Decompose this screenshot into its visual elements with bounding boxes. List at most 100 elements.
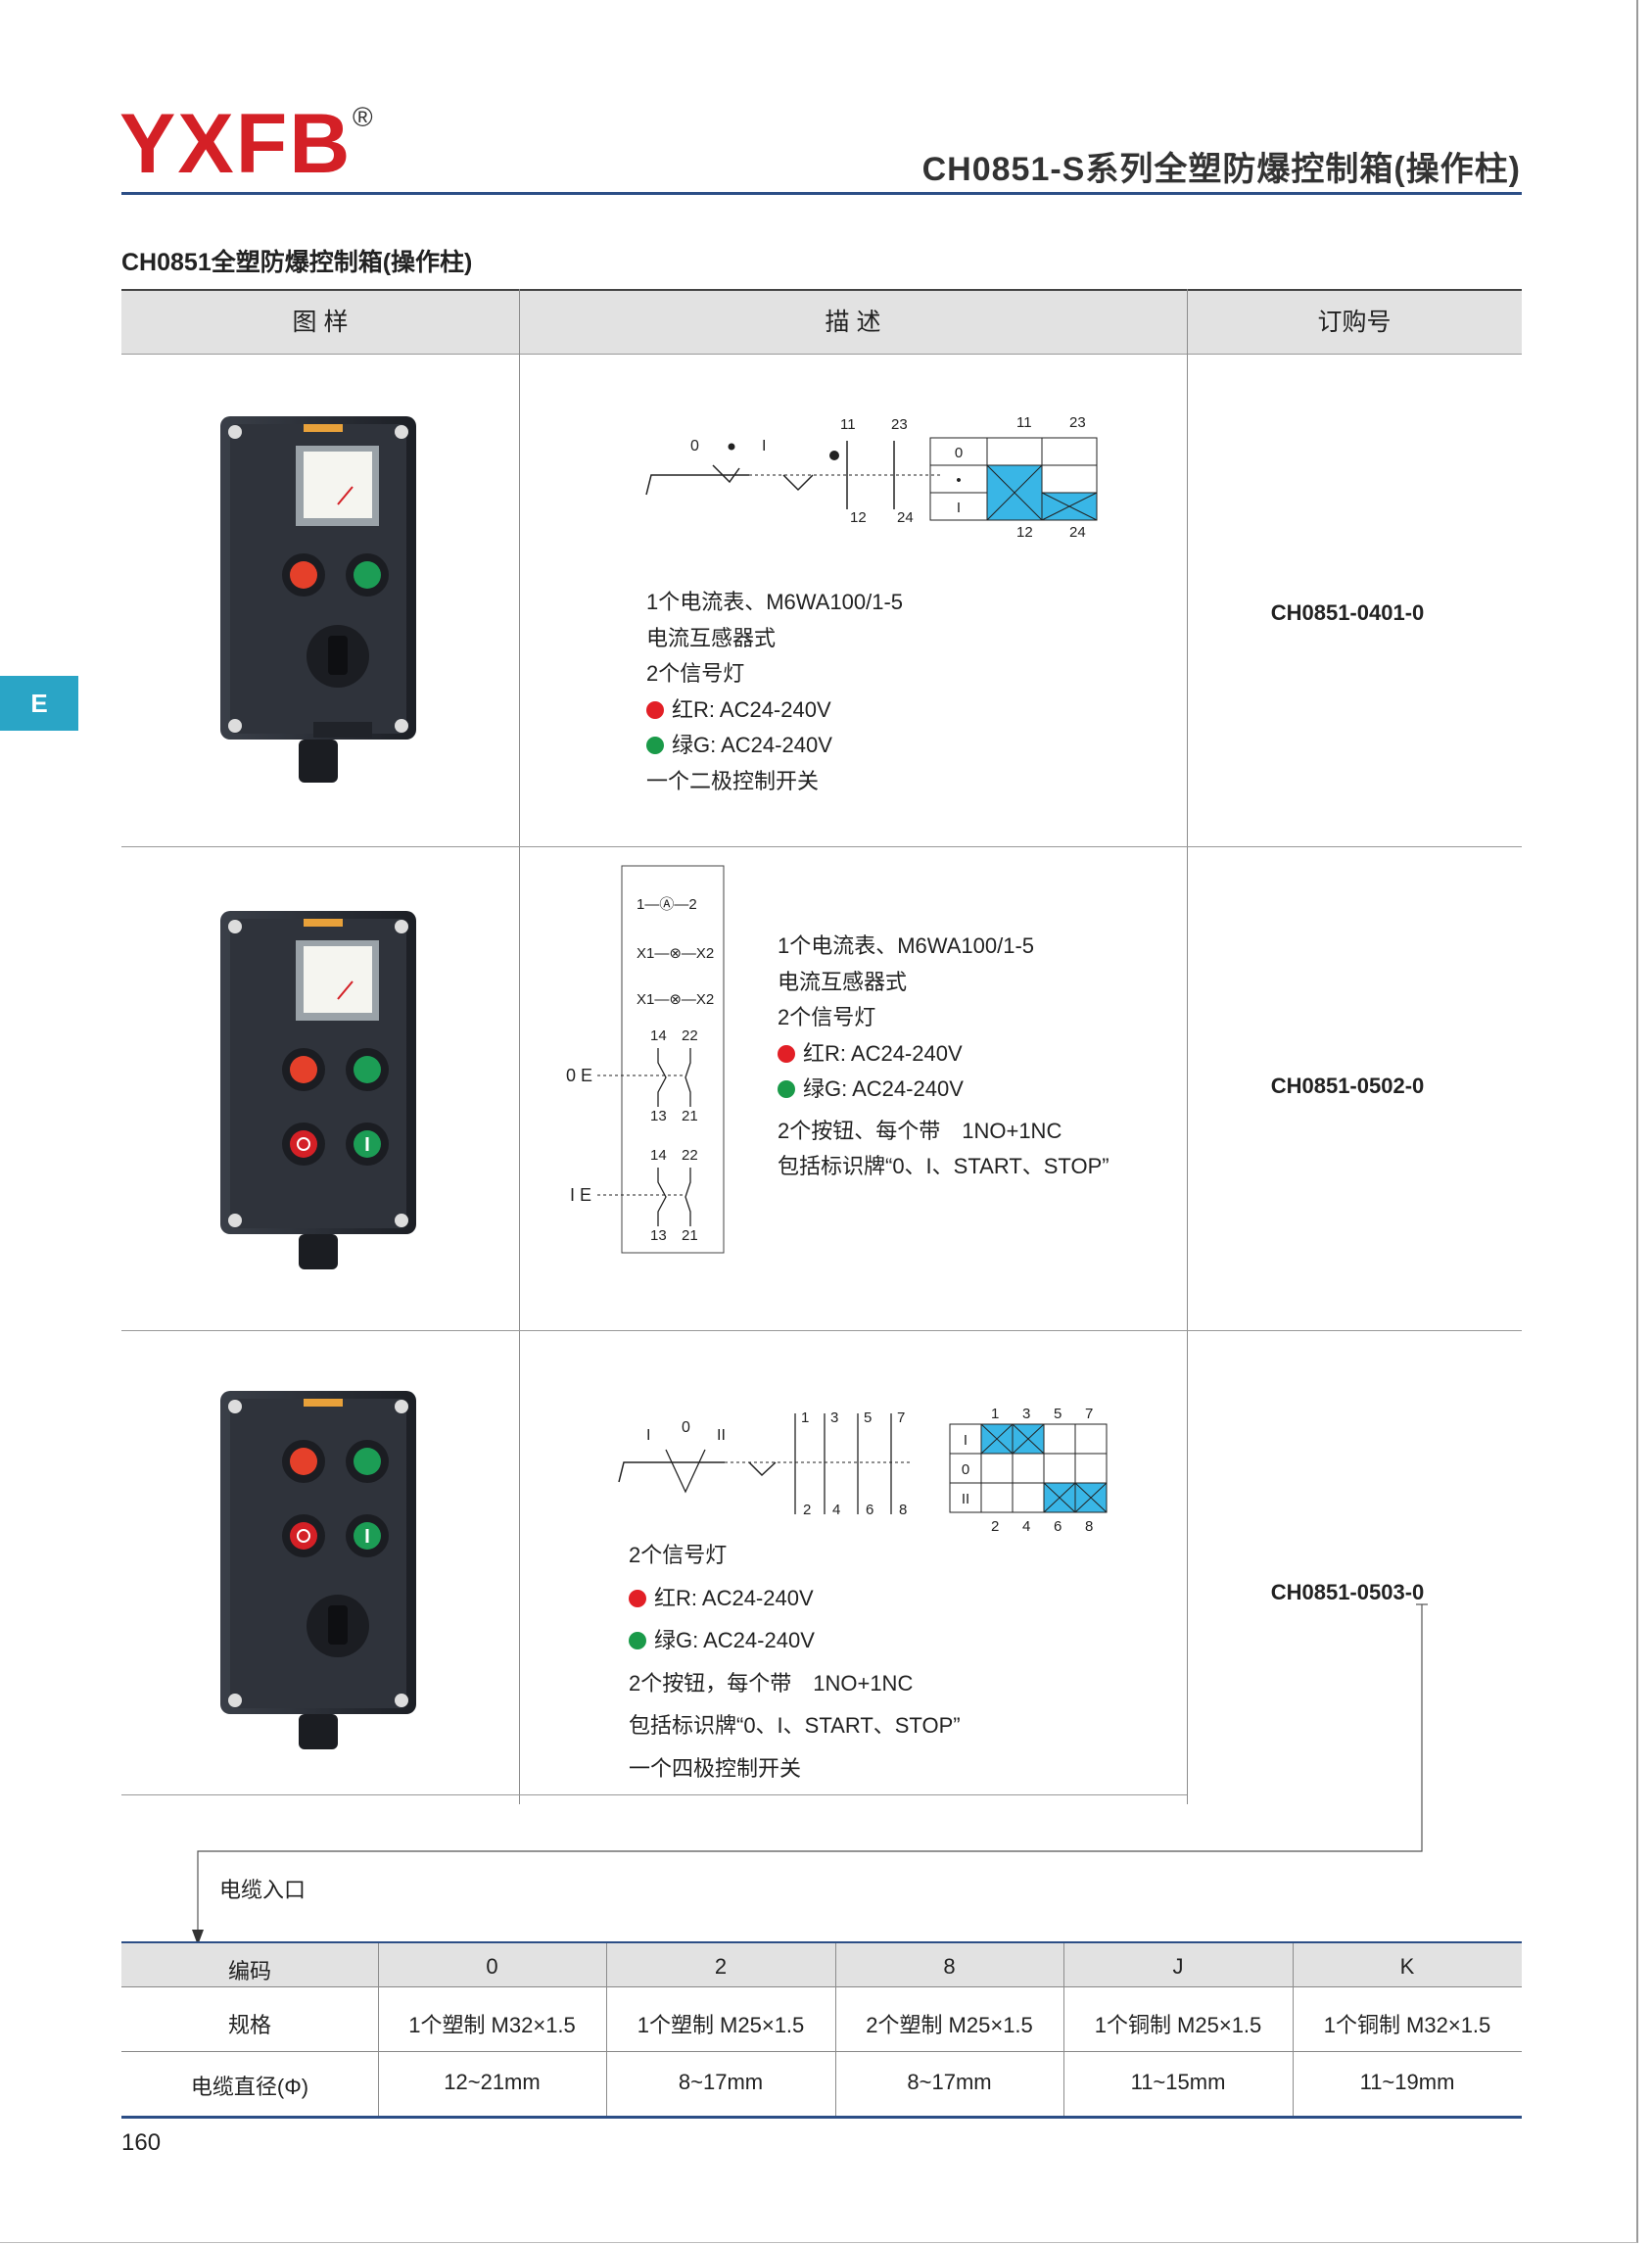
- spec-table-bottom-rule: [121, 2116, 1522, 2119]
- col-desc-header: 描 述: [825, 309, 881, 336]
- spec-cell: 1个塑制 M25×1.5: [637, 2013, 805, 2037]
- spec-cell: 2: [714, 1954, 728, 1979]
- svg-text:2: 2: [803, 1502, 811, 1518]
- registered-mark: ®: [353, 102, 373, 132]
- row-divider: [121, 1794, 1187, 1795]
- svg-text:X1—⊗—X2: X1—⊗—X2: [637, 945, 714, 962]
- svg-text:I E: I E: [570, 1185, 591, 1205]
- svg-text:11: 11: [1016, 414, 1032, 431]
- order-code-2[interactable]: CH0851-0502-0: [1270, 1074, 1425, 1098]
- diagram-label: I: [762, 438, 766, 454]
- spec-row-divider: [121, 1986, 1522, 1987]
- svg-text:14: 14: [650, 1147, 667, 1164]
- svg-text:23: 23: [1069, 414, 1086, 431]
- spec-cell: 1个铜制 M25×1.5: [1094, 2013, 1262, 2037]
- spec-cell: 2个塑制 M25×1.5: [866, 2013, 1033, 2037]
- svg-text:5: 5: [864, 1409, 872, 1426]
- page-number: 160: [121, 2129, 162, 2156]
- svg-text:8: 8: [899, 1502, 907, 1518]
- side-tab[interactable]: E: [0, 676, 78, 731]
- circuit-diagram-2: 1—Ⓐ—2 X1—⊗—X2 X1—⊗—X2 14 22 0 E 13 21 14…: [566, 865, 725, 1254]
- green-lamp-icon: [646, 737, 664, 754]
- svg-text:6: 6: [866, 1502, 873, 1518]
- svg-text:2: 2: [991, 1518, 999, 1535]
- svg-text:1: 1: [801, 1409, 809, 1426]
- row-divider: [121, 846, 1522, 847]
- svg-text:I: I: [646, 1427, 650, 1444]
- svg-text:4: 4: [832, 1502, 840, 1518]
- spec-col-divider: [606, 1943, 607, 2116]
- product-photo-1: [220, 416, 416, 783]
- svg-text:3: 3: [830, 1409, 838, 1426]
- red-lamp-icon: [646, 700, 664, 719]
- switch-diagram-1: 0 I 11 23 12 24 11 23 0 • I 12 24: [645, 414, 1098, 539]
- spec-col-divider: [378, 1943, 379, 2116]
- svg-text:21: 21: [682, 1108, 698, 1124]
- spec-cell: J: [1172, 1954, 1184, 1979]
- spec-cell: 12~21mm: [444, 2070, 541, 2094]
- svg-text:11: 11: [840, 416, 856, 433]
- spec-cell: 编码: [227, 1959, 271, 1983]
- svg-text:3: 3: [1022, 1406, 1030, 1422]
- svg-text:7: 7: [897, 1409, 905, 1426]
- svg-text:0: 0: [682, 1419, 690, 1436]
- svg-text:12: 12: [1016, 524, 1033, 539]
- spec-cell: 8~17mm: [907, 2070, 992, 2094]
- svg-text:II: II: [962, 1491, 969, 1507]
- spec-cell: 电缆直径(Φ): [190, 2075, 309, 2099]
- svg-text:12: 12: [850, 509, 867, 526]
- spec-cell: 规格: [227, 2013, 271, 2037]
- spec-cell: 1个铜制 M32×1.5: [1323, 2013, 1491, 2037]
- svg-text:13: 13: [650, 1227, 667, 1244]
- cable-entry-label: 电缆入口: [219, 1878, 307, 1902]
- green-lamp-icon: [629, 1632, 646, 1649]
- order-code-3[interactable]: CH0851-0503-0: [1270, 1580, 1425, 1604]
- svg-text:21: 21: [682, 1227, 698, 1244]
- connector-arrow: [192, 1603, 1428, 1945]
- spec-cell: 0: [486, 1954, 498, 1979]
- svg-text:I: I: [957, 500, 961, 516]
- svg-text:0: 0: [962, 1461, 969, 1478]
- svg-text:5: 5: [1054, 1406, 1062, 1422]
- svg-text:1—Ⓐ—2: 1—Ⓐ—2: [637, 896, 697, 913]
- spec-cell: 8: [943, 1954, 956, 1979]
- col-divider: [1187, 289, 1188, 1804]
- red-lamp-icon: [629, 1589, 646, 1607]
- svg-text:X1—⊗—X2: X1—⊗—X2: [637, 991, 714, 1008]
- table-header: 图 样 描 述 订购号: [121, 289, 1522, 355]
- spec-cell: 8~17mm: [678, 2070, 764, 2094]
- green-lamp-icon: [778, 1080, 795, 1098]
- product-photo-2: [220, 911, 416, 1269]
- spec-cell: 11~15mm: [1130, 2070, 1226, 2094]
- spec-cell: K: [1399, 1954, 1415, 1979]
- page-title: CH0851-S系列全塑防爆控制箱(操作柱): [921, 151, 1521, 188]
- order-code-1[interactable]: CH0851-0401-0: [1270, 600, 1425, 625]
- col-divider: [519, 289, 520, 1804]
- svg-text:7: 7: [1085, 1406, 1093, 1422]
- svg-text:6: 6: [1054, 1518, 1062, 1535]
- product-description-3: 2个信号灯 红R: AC24-240V 绿G: AC24-240V 2个按钮，每…: [629, 1543, 961, 1781]
- section-title: CH0851全塑防爆控制箱(操作柱): [121, 249, 473, 276]
- diagram-label: 0: [690, 438, 699, 454]
- col-image-header: 图 样: [292, 309, 349, 336]
- product-description-1: 1个电流表、M6WA100/1-5 电流互感器式 2个信号灯 红R: AC24-…: [646, 590, 904, 793]
- svg-text:•: •: [956, 472, 961, 489]
- header-rule: [121, 192, 1522, 195]
- spec-col-divider: [1293, 1943, 1294, 2116]
- col-order-header: 订购号: [1317, 309, 1392, 336]
- spec-col-divider: [835, 1943, 836, 2116]
- svg-text:22: 22: [682, 1027, 698, 1044]
- svg-text:I: I: [964, 1432, 968, 1449]
- spec-cell: 11~19mm: [1359, 2070, 1455, 2094]
- svg-text:24: 24: [1069, 524, 1086, 539]
- svg-text:22: 22: [682, 1147, 698, 1164]
- brand-logo: YXFB: [119, 97, 353, 191]
- spec-col-divider: [1063, 1943, 1064, 2116]
- spec-row-divider: [121, 2051, 1522, 2052]
- svg-text:14: 14: [650, 1027, 667, 1044]
- spec-cell: 1个塑制 M32×1.5: [408, 2013, 576, 2037]
- svg-text:13: 13: [650, 1108, 667, 1124]
- svg-text:0: 0: [955, 445, 963, 461]
- svg-text:24: 24: [897, 509, 914, 526]
